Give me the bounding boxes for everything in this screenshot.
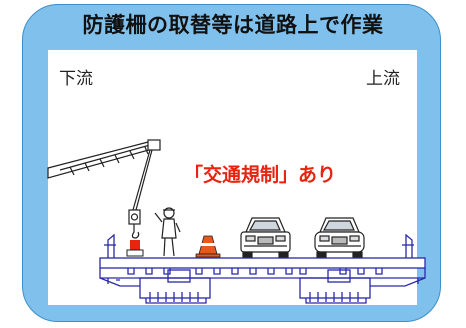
car-icon [314, 217, 365, 259]
crane-icon [47, 139, 161, 239]
card-title: 防護柵の取替等は道路上で作業 [82, 13, 384, 37]
red-equipment-icon [126, 240, 144, 257]
traffic-cone-icon [195, 235, 221, 258]
downstream-label: 下流 [59, 69, 93, 89]
car-icon [240, 217, 291, 259]
upstream-label: 上流 [366, 69, 400, 89]
bridge-icon [99, 233, 426, 304]
traffic-regulation-notice: 「交通規制」あり [184, 164, 337, 186]
worker-icon [154, 207, 181, 257]
